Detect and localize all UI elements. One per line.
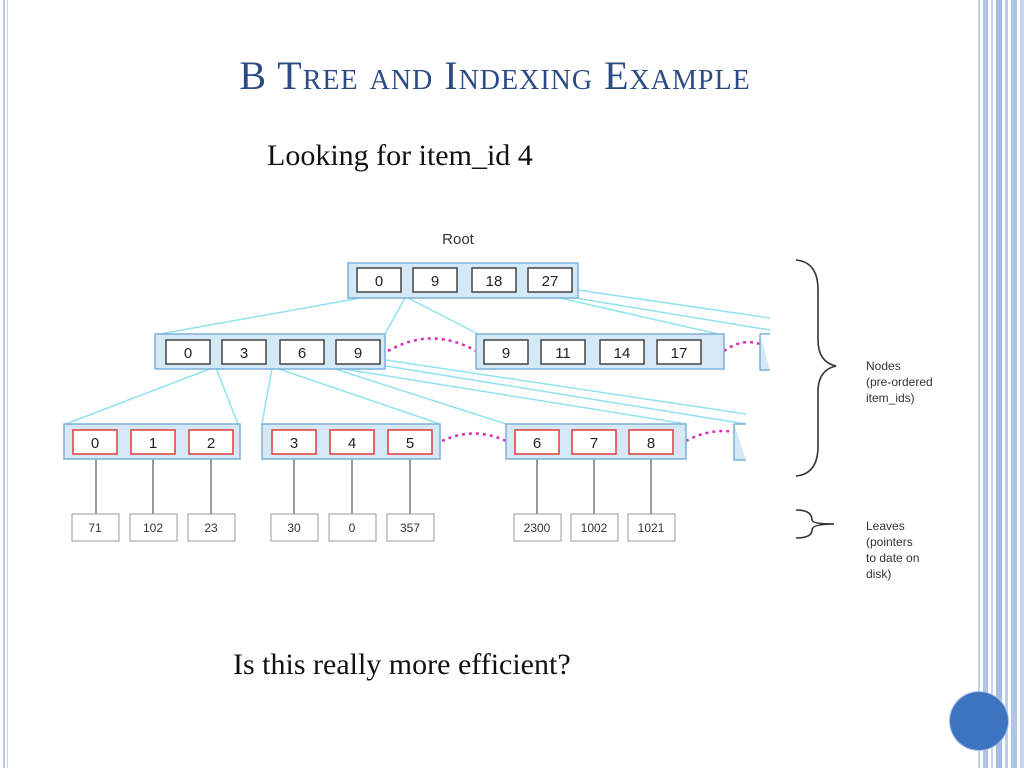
root-key: 18 bbox=[486, 273, 503, 290]
leaves-label-line: to date on bbox=[866, 551, 919, 565]
root-key-box bbox=[412, 267, 458, 293]
level2-key: 3 bbox=[290, 435, 298, 452]
connector-lines bbox=[65, 289, 771, 425]
level1-key: 9 bbox=[354, 345, 362, 362]
root-key-box bbox=[471, 267, 517, 293]
nodes-label-line: item_ids) bbox=[866, 391, 915, 405]
level2-key: 6 bbox=[533, 435, 541, 452]
partial-node bbox=[759, 333, 770, 371]
leaf-boxes bbox=[71, 513, 676, 542]
leaf-value: 0 bbox=[349, 521, 356, 535]
level1-key: 9 bbox=[502, 345, 510, 362]
root-key-box bbox=[527, 267, 573, 293]
leaf-value: 1002 bbox=[581, 521, 608, 535]
root-node: 0 9 18 27 bbox=[347, 262, 579, 299]
nodes-label-line: (pre-ordered bbox=[866, 375, 933, 389]
level2-key: 5 bbox=[406, 435, 414, 452]
level1-key: 3 bbox=[240, 345, 248, 362]
level2-node: 3 4 5 bbox=[261, 423, 441, 460]
level2-key: 7 bbox=[590, 435, 598, 452]
level2-node: 0 1 2 bbox=[63, 423, 241, 460]
level1-key: 11 bbox=[555, 345, 571, 362]
root-key: 27 bbox=[542, 273, 559, 290]
level1-key: 14 bbox=[614, 345, 631, 362]
leaf-value: 102 bbox=[143, 521, 163, 535]
leaves-label-line: disk) bbox=[866, 567, 891, 581]
level2-node: 6 7 8 bbox=[505, 423, 687, 460]
root-key: 0 bbox=[375, 273, 383, 290]
level2-key: 0 bbox=[91, 435, 99, 452]
leaves-label-line: Leaves bbox=[866, 519, 905, 533]
root-label: Root bbox=[442, 231, 475, 248]
level1-key: 0 bbox=[184, 345, 192, 362]
slide-nav-circle[interactable] bbox=[950, 692, 1008, 750]
leaf-value: 1021 bbox=[638, 521, 665, 535]
leaf-value: 71 bbox=[88, 521, 102, 535]
level1-key: 6 bbox=[298, 345, 306, 362]
leaves-label-line: (pointers bbox=[866, 535, 913, 549]
nodes-label-line: Nodes bbox=[866, 359, 901, 373]
slide-subtitle: Looking for item_id 4 bbox=[267, 139, 533, 172]
sibling-links bbox=[387, 337, 761, 443]
right-decorative-border bbox=[976, 0, 1024, 768]
level1-node: 9 11 14 17 bbox=[475, 333, 725, 370]
left-decorative-border bbox=[0, 0, 10, 768]
leaf-value: 30 bbox=[287, 521, 301, 535]
root-key: 9 bbox=[431, 273, 439, 290]
level2-key: 4 bbox=[348, 435, 356, 452]
level2-key: 1 bbox=[149, 435, 157, 452]
level1-key: 17 bbox=[671, 345, 688, 362]
nodes-brace bbox=[795, 259, 837, 477]
level1-node: 0 3 6 9 bbox=[154, 333, 386, 370]
leaf-value: 357 bbox=[400, 521, 420, 535]
level2-key: 8 bbox=[647, 435, 655, 452]
slide-question: Is this really more efficient? bbox=[233, 648, 571, 681]
leaf-value: 2300 bbox=[524, 521, 551, 535]
root-key-box bbox=[356, 267, 402, 293]
leaf-value: 23 bbox=[204, 521, 218, 535]
partial-node bbox=[733, 423, 746, 461]
slide-title: B Tree and Indexing Example bbox=[239, 53, 751, 98]
leaves-brace bbox=[795, 509, 835, 539]
level2-key: 2 bbox=[207, 435, 215, 452]
leaf-pointer-lines bbox=[95, 451, 652, 514]
